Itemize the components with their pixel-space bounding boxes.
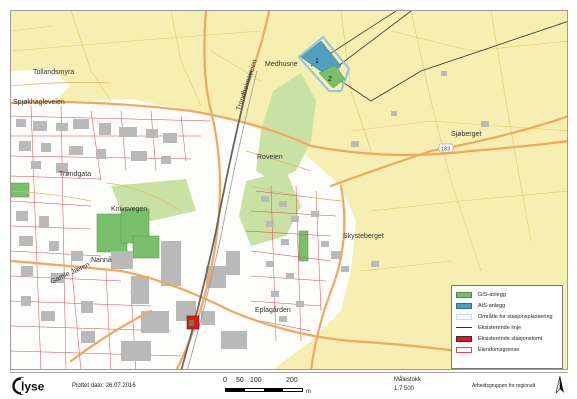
legend-label: Eksisterende stasjonstomt (478, 335, 543, 342)
place-label-eplagarden: Eplagården (255, 307, 291, 314)
main-roads (11, 11, 567, 369)
legend-swatch (456, 302, 472, 309)
legend-label: GIS-anlegg (478, 291, 506, 298)
park (239, 171, 301, 246)
scale-title: Målestokk (394, 377, 422, 383)
legend-label: Område for stasjonsplassering (478, 313, 553, 320)
place-label-nanna: Nannå (91, 257, 112, 264)
credit-text: Arbeidsgruppen for regionalt (472, 383, 536, 389)
north-arrow-icon (555, 375, 564, 394)
sports-field (298, 230, 309, 262)
legend-label: Eiendomsgrense (478, 346, 520, 353)
legend-label: AIS-anlegg (478, 302, 506, 309)
buildings (16, 71, 489, 361)
gis-facility (318, 64, 346, 89)
lyse-logo: lyse (12, 377, 45, 395)
place-label-skysteberget: Skysteberget (343, 233, 384, 240)
legend-item-existing-station: Eksisterende stasjonstomt (456, 333, 558, 344)
place-label-medhusne: Medhusne (265, 61, 298, 68)
place-label-trondgata: Trøndgata (59, 171, 92, 178)
scale-tick-0: 0 (223, 377, 227, 384)
minor-roads (11, 82, 342, 212)
place-label-tollandsmyra: Tollandsmyra (33, 69, 75, 76)
map-canvas[interactable]: 1 2 183 Tollandsmyra Medhusne Spjøkhagle… (10, 10, 568, 370)
legend-label: Eksisterende linje (478, 324, 522, 331)
power-lines (310, 11, 567, 102)
scale-bar (225, 388, 303, 392)
facility-number-2: 2 (328, 76, 332, 83)
sports-field (11, 182, 30, 198)
legend-item-existing-line: Eksisterende linje (456, 322, 558, 333)
place-label-sjoberget: Sjøberget (451, 131, 482, 138)
scale-value: 1:7 500 (394, 386, 415, 392)
scale-tick-50: 50 (236, 377, 244, 384)
scale-tick-200: 200 (286, 377, 298, 384)
station-area (297, 35, 351, 92)
facility-number-1: 1 (315, 58, 319, 65)
sports-field (132, 235, 160, 259)
map-footer: lyse Plottet dato: 26.07.2016 0 50 100 2… (10, 372, 568, 399)
plot-date: Plottet dato: 26.07.2016 (72, 383, 136, 389)
legend-item-gis: GIS-anlegg (456, 289, 558, 300)
urban-area-west (11, 69, 71, 106)
legend-swatch (456, 335, 472, 342)
legend-item-station-area: Område for stasjonsplassering (456, 311, 558, 322)
legend-item-property-line: Eiendomsgrense (456, 344, 558, 355)
legend-item-ais: AIS-anlegg (456, 300, 558, 311)
place-label-spjokhagleveien: Spjøkhagleveien (13, 99, 65, 106)
road-number-shield (438, 143, 454, 153)
svg-text:lyse: lyse (21, 380, 45, 394)
map-legend: GIS-anlegg AIS-anlegg Område for stasjon… (451, 285, 563, 369)
legend-swatch (456, 346, 472, 353)
park (256, 73, 316, 181)
place-label-roveien: Roveien (257, 154, 283, 161)
map-graphics: 1 2 183 (11, 11, 567, 369)
place-label-knivsvegen: Knivsvegen (111, 206, 148, 213)
scale-tick-100: 100 (250, 377, 262, 384)
existing-station-inner (189, 320, 194, 326)
legend-swatch (456, 291, 472, 298)
road-number: 183 (441, 147, 450, 153)
legend-swatch (456, 327, 472, 328)
legend-swatch (456, 313, 472, 320)
scale-unit: m (306, 389, 311, 395)
field-boundaries (11, 11, 567, 272)
